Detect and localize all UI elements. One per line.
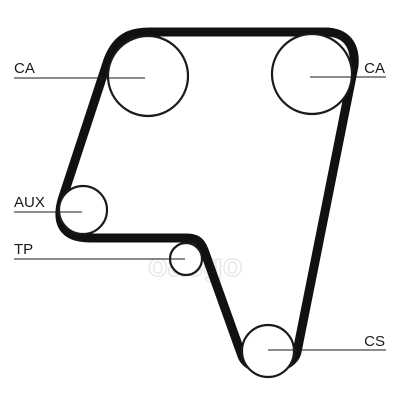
camshaft-pulley-right — [270, 32, 354, 116]
label-tensioner: TP — [14, 241, 33, 258]
camshaft-pulley-left — [106, 34, 190, 118]
label-crankshaft: CS — [364, 333, 385, 350]
auxiliary-pulley — [57, 184, 109, 236]
label-camshaft-right: CA — [364, 60, 385, 77]
crankshaft-pulley — [240, 323, 296, 379]
label-camshaft-left: CA — [14, 60, 35, 77]
label-auxiliary: AUX — [14, 194, 45, 211]
